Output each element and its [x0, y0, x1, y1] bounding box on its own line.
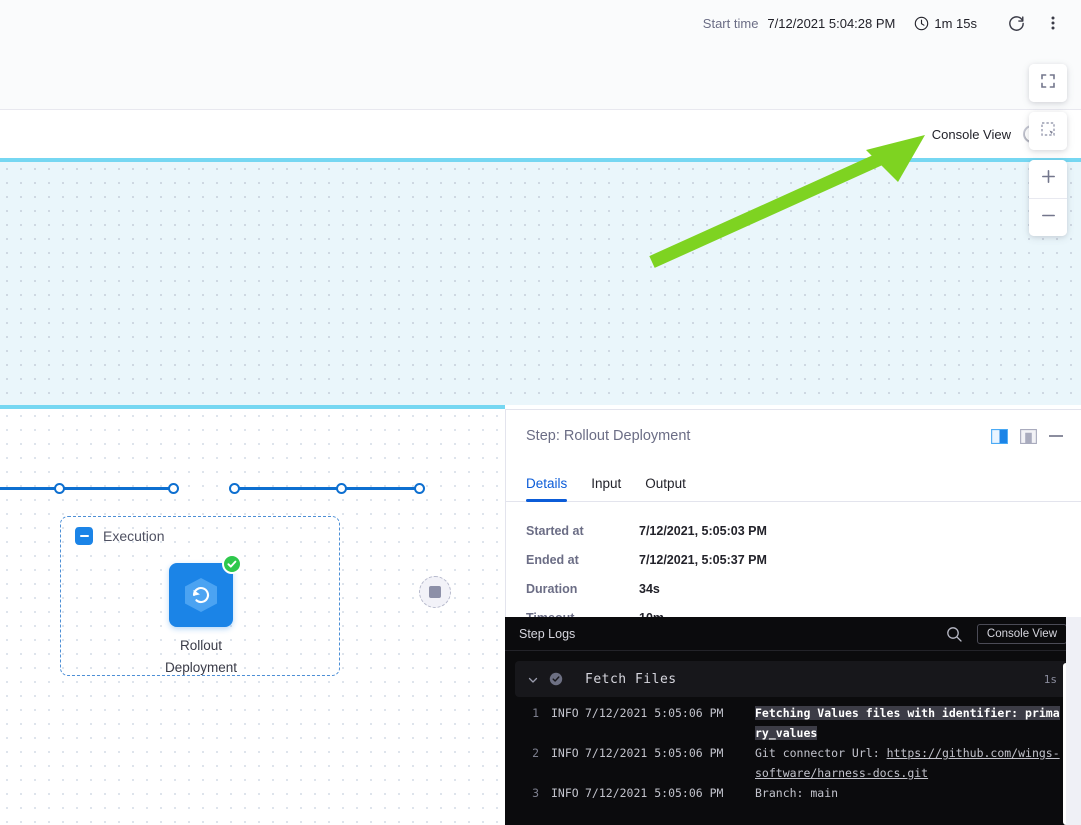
- pipeline-step-node[interactable]: Rollout Deployment: [165, 554, 242, 675]
- log-line-level: INFO: [551, 746, 579, 760]
- duration-group: 1m 15s: [914, 16, 977, 31]
- connector-dot-group-in: [54, 483, 65, 494]
- check-circle-icon: [222, 554, 242, 574]
- detail-value: 34s: [639, 582, 660, 596]
- tab-details[interactable]: Details: [526, 476, 579, 502]
- log-line-timestamp: 7/12/2021 5:05:06 PM: [585, 786, 724, 800]
- log-section-duration: 1s: [1043, 672, 1057, 686]
- log-line-message-prefix: Git connector Url:: [755, 746, 887, 760]
- canvas-control-group-zoom: [1029, 160, 1067, 236]
- execution-header: Start time 7/12/2021 5:04:28 PM 1m 15s: [0, 0, 1081, 110]
- log-line-timestamp: 7/12/2021 5:05:06 PM: [585, 706, 724, 720]
- step-detail-tabs: Details Input Output: [506, 462, 1081, 502]
- detail-value: 7/12/2021, 5:05:03 PM: [639, 524, 767, 538]
- connector-dot-node-in: [168, 483, 179, 494]
- log-section-header[interactable]: Fetch Files 1s: [515, 661, 1071, 697]
- start-time-value: 7/12/2021 5:04:28 PM: [767, 15, 896, 31]
- log-line-message: Fetching Values files with identifier: p…: [755, 703, 1065, 743]
- execution-group-header[interactable]: Execution: [75, 527, 164, 545]
- pipeline-canvas-top[interactable]: [0, 158, 1081, 405]
- pipeline-canvas-bottom[interactable]: Execution: [0, 405, 505, 825]
- selection-box-button[interactable]: [1029, 112, 1067, 150]
- step-logs-title: Step Logs: [519, 626, 576, 641]
- pipeline-end-node[interactable]: [419, 576, 451, 608]
- log-line-number: 2: [532, 746, 539, 760]
- execution-group-label: Execution: [103, 528, 165, 544]
- chevron-down-icon[interactable]: [527, 673, 539, 685]
- refresh-icon[interactable]: [1002, 9, 1030, 37]
- execution-group[interactable]: Execution: [60, 516, 340, 676]
- dashed-square-icon: [1040, 121, 1056, 142]
- canvas-control-group-view: [1029, 64, 1067, 102]
- minimize-icon[interactable]: [1049, 435, 1063, 437]
- log-line-message: Branch: main: [755, 786, 839, 800]
- node-label: Rollout Deployment: [131, 635, 271, 679]
- zoom-out-button[interactable]: [1029, 198, 1067, 236]
- tab-input[interactable]: Input: [591, 476, 622, 491]
- detail-value: 7/12/2021, 5:05:37 PM: [639, 553, 767, 567]
- detail-row: Duration 34s: [526, 582, 1081, 602]
- console-view-label: Console View: [931, 126, 1011, 142]
- log-line-level: INFO: [551, 786, 579, 800]
- panel-right-edge: [1066, 617, 1081, 825]
- console-view-bar: Console View: [0, 110, 1081, 158]
- edge-node-to-end: [233, 487, 423, 490]
- start-time-label: Start time: [702, 15, 759, 31]
- rollout-deployment-node[interactable]: [169, 554, 242, 627]
- split-view-bottom-icon[interactable]: [1020, 428, 1037, 444]
- more-vertical-icon[interactable]: [1039, 9, 1067, 37]
- log-section-name: Fetch Files: [585, 671, 677, 687]
- expand-corners-icon: [1040, 73, 1056, 94]
- log-line-highlight: Fetching Values files with identifier: p…: [755, 706, 1060, 740]
- minus-bar: [79, 535, 89, 537]
- step-detail-fields: Started at 7/12/2021, 5:05:03 PM Ended a…: [506, 502, 1081, 631]
- log-lines[interactable]: 1 INFO 7/12/2021 5:05:06 PM Fetching Val…: [505, 697, 1081, 803]
- log-line: 3 INFO 7/12/2021 5:05:06 PM Branch: main: [523, 783, 1065, 803]
- log-line-number: 1: [532, 706, 539, 720]
- log-line-message: Git connector Url: https://github.com/wi…: [755, 743, 1065, 783]
- detail-row: Ended at 7/12/2021, 5:05:37 PM: [526, 553, 1081, 573]
- edge-start-to-node: [0, 487, 175, 490]
- execution-duration: 1m 15s: [934, 15, 977, 31]
- connector-dot-node-out: [229, 483, 240, 494]
- search-icon[interactable]: [945, 625, 963, 643]
- minus-icon: [1040, 207, 1057, 229]
- log-line: 1 INFO 7/12/2021 5:05:06 PM Fetching Val…: [523, 703, 1065, 743]
- step-detail-actions: [991, 428, 1063, 444]
- step-logs-header: Step Logs Console View: [505, 617, 1081, 651]
- detail-key: Duration: [526, 582, 578, 596]
- step-logs-panel: Step Logs Console View Fet: [505, 617, 1081, 825]
- rolling-update-icon: [180, 574, 222, 617]
- log-line-link[interactable]: https://github.com/wings-software/harnes…: [755, 746, 1060, 780]
- connector-dot-end-in: [414, 483, 425, 494]
- execution-meta: Start time 7/12/2021 5:04:28 PM 1m 15s: [703, 8, 1067, 38]
- log-line-level: INFO: [551, 706, 579, 720]
- node-label-line1: Rollout: [179, 638, 223, 653]
- log-line-number: 3: [532, 786, 539, 800]
- step-detail-header: Step: Rollout Deployment: [506, 410, 1081, 462]
- step-detail-title: Step: Rollout Deployment: [526, 428, 691, 444]
- node-label-line2: Deployment: [164, 660, 238, 675]
- detail-key: Ended at: [526, 553, 579, 567]
- log-line-timestamp: 7/12/2021 5:05:06 PM: [585, 746, 724, 760]
- detail-key: Started at: [526, 524, 584, 538]
- log-line: 2 INFO 7/12/2021 5:05:06 PM Git connecto…: [523, 743, 1065, 783]
- connector-dot-group-out: [336, 483, 347, 494]
- zoom-in-button[interactable]: [1029, 160, 1067, 198]
- log-console-view-button[interactable]: Console View: [976, 623, 1067, 644]
- stop-square-icon: [429, 586, 441, 598]
- fit-to-screen-button[interactable]: [1029, 64, 1067, 102]
- plus-icon: [1040, 168, 1057, 190]
- canvas-control-group-select: [1029, 112, 1067, 150]
- clock-icon: [914, 16, 929, 31]
- tab-output[interactable]: Output: [645, 476, 686, 491]
- split-view-right-icon[interactable]: [991, 428, 1008, 444]
- check-circle-icon: [549, 672, 563, 686]
- detail-row: Started at 7/12/2021, 5:05:03 PM: [526, 524, 1081, 544]
- minus-square-icon[interactable]: [75, 527, 93, 545]
- canvas-controls: [1029, 64, 1067, 236]
